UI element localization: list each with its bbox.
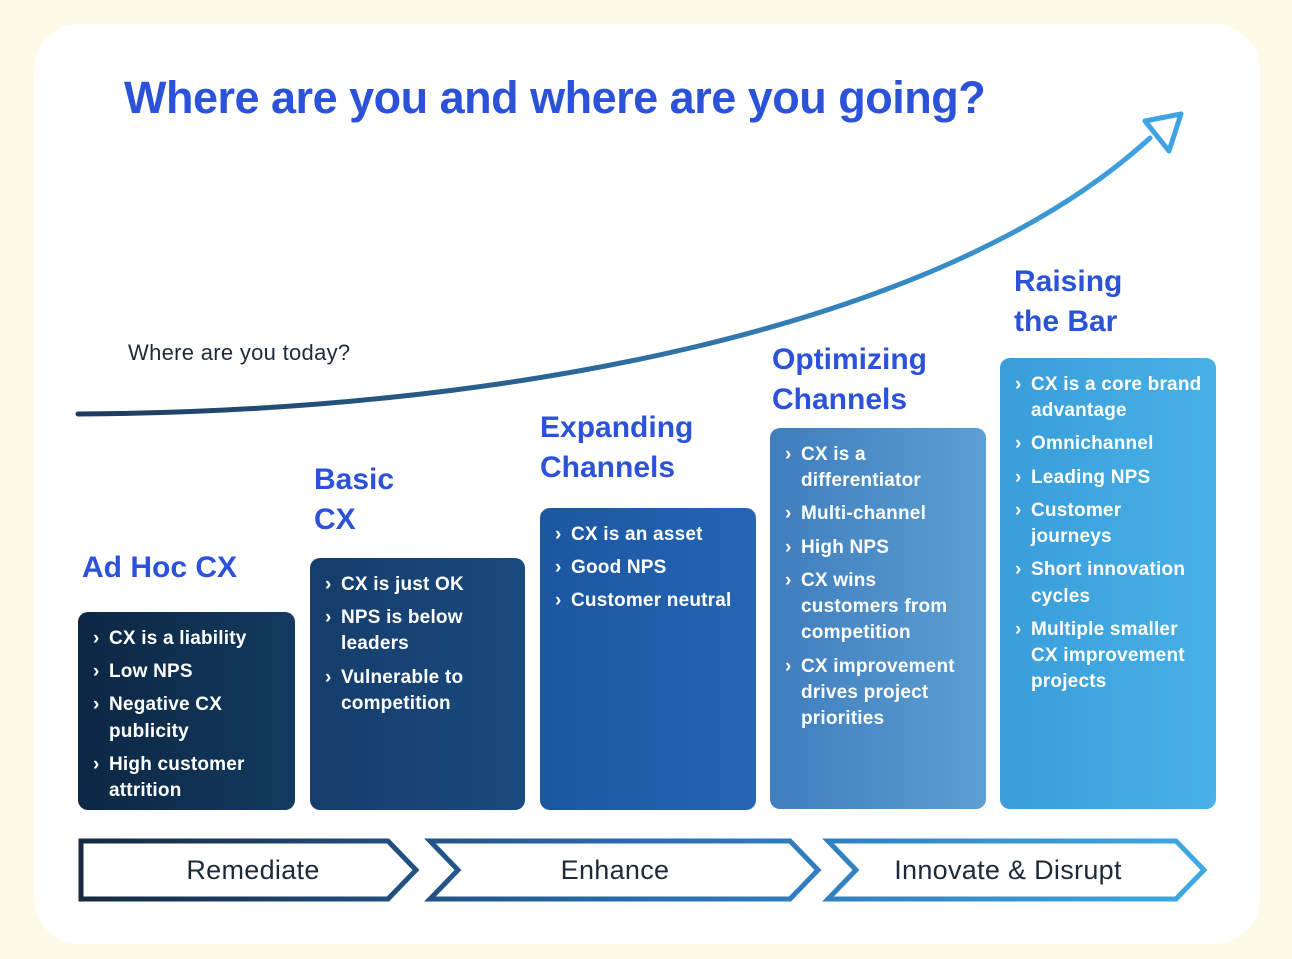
chevron-bullet-icon: ›: [785, 536, 792, 558]
stage-bullet: › Multiple smaller CX improvement project…: [1015, 617, 1204, 696]
bullet-text: Omnichannel: [1031, 433, 1154, 455]
phase-label-enhance: Enhance: [560, 855, 670, 885]
stage-bullet: › CX is just OK: [325, 572, 513, 598]
stage-bullet: › CX is a liability: [93, 626, 283, 652]
bullet-text: Low NPS: [109, 661, 193, 683]
bullet-text: Leading NPS: [1031, 466, 1151, 488]
bullet-text: High NPS: [801, 536, 890, 558]
chevron-bullet-icon: ›: [93, 661, 100, 683]
stage-box-raising-the-bar: › CX is a core brand advantage › Omnichanne…: [1000, 358, 1216, 809]
bullet-text: CX is a core brand advantage: [1031, 374, 1202, 422]
stage-bullet: › CX is a differentiator: [785, 442, 974, 494]
chevron-bullet-icon: ›: [1015, 559, 1022, 581]
stage-heading-adhoc-cx: Ad Hoc CX: [82, 548, 237, 588]
phase-label-innovate: Innovate & Disrupt: [894, 855, 1122, 885]
chevron-bullet-icon: ›: [785, 444, 792, 465]
chevron-bullet-icon: ›: [1015, 374, 1022, 395]
bullet-text: CX is a liability: [109, 628, 247, 649]
stage-heading-raising-the-bar: Raising the Bar: [1014, 262, 1122, 342]
stage-bullet: › Vulnerable to competition: [325, 665, 513, 717]
bullet-text: CX wins customers from competition: [801, 569, 948, 644]
stage-heading-line: Basic: [314, 463, 395, 496]
bullet-text: CX is a differentiator: [801, 444, 921, 492]
stage-bullet: › CX improvement drives project prioritie…: [785, 654, 974, 733]
chevron-bullet-icon: ›: [93, 694, 100, 716]
stage-box-optimizing: › CX is a differentiator › Multi-channel › Hi…: [770, 428, 986, 809]
chevron-bullet-icon: ›: [555, 557, 562, 579]
stage-bullet: › Leading NPS: [1015, 465, 1204, 491]
stage-box-adhoc-cx: › CX is a liability › Low NPS › Negative CX p…: [78, 612, 295, 810]
chevron-bullet-icon: ›: [1015, 618, 1022, 640]
stage-bullet: › Short innovation cycles: [1015, 557, 1204, 609]
bullet-text: CX is an asset: [571, 524, 703, 545]
stage-bullet: › CX is a core brand advantage: [1015, 372, 1204, 424]
chevron-bullet-icon: ›: [93, 753, 100, 775]
stage-bullet: › CX is an asset: [555, 522, 744, 548]
stage-bullet: › Omnichannel: [1015, 431, 1204, 457]
stage-bullet: › Multi-channel: [785, 501, 974, 527]
stage-bullet: › Good NPS: [555, 555, 744, 581]
stage-bullet: › NPS is below leaders: [325, 605, 513, 657]
phase-bar: Remediate Enhance Innovate & Disrupt: [78, 838, 1208, 902]
chevron-bullet-icon: ›: [555, 590, 562, 612]
bullet-text: High customer attrition: [109, 753, 245, 802]
bullet-text: Negative CX publicity: [109, 694, 223, 742]
bullet-text: Vulnerable to competition: [341, 666, 464, 714]
chevron-bullet-icon: ›: [1015, 466, 1022, 488]
stage-heading-line: Raising: [1014, 265, 1123, 298]
stage-bullet: › Customer neutral: [555, 588, 744, 614]
bullet-text: CX is just OK: [341, 574, 464, 595]
bullet-text: Multi-channel: [801, 503, 927, 525]
bullet-text: Multiple smaller CX improvement projects: [1031, 618, 1185, 693]
stage-bullet: › High NPS: [785, 535, 974, 561]
stage-bullet: › High customer attrition: [93, 752, 283, 804]
bullet-text: Customer journeys: [1031, 499, 1122, 548]
chevron-bullet-icon: ›: [785, 503, 792, 525]
stage-heading-line: Ad Hoc CX: [82, 551, 238, 584]
stage-bullet: › Negative CX publicity: [93, 692, 283, 744]
bullet-text: NPS is below leaders: [341, 607, 463, 655]
bullet-text: Good NPS: [571, 557, 667, 579]
stage-heading-line: the Bar: [1014, 305, 1118, 338]
stage-heading-line: Expanding: [540, 411, 694, 444]
phase-chevrons-graphic: [78, 838, 1208, 902]
today-question-label: Where are you today?: [128, 340, 351, 365]
chevron-bullet-icon: ›: [93, 628, 100, 649]
phase-chevron-innovate: [822, 838, 1208, 902]
stage-box-expanding: › CX is an asset › Good NPS › Customer neutra…: [540, 508, 756, 810]
stage-bullet: › CX wins customers from competition: [785, 568, 974, 647]
stage-heading-line: Channels: [772, 383, 908, 416]
stage-box-basic-cx: › CX is just OK › NPS is below leaders › Vuln…: [310, 558, 525, 810]
bullet-text: Short innovation cycles: [1031, 559, 1186, 607]
bullet-text: Customer neutral: [571, 590, 732, 612]
stage-bullet: › Customer journeys: [1015, 498, 1204, 550]
stage-heading-line: Optimizing: [772, 343, 927, 376]
chevron-bullet-icon: ›: [785, 569, 792, 591]
bullet-text: CX improvement drives project priorities: [801, 655, 955, 729]
chevron-bullet-icon: ›: [325, 574, 332, 595]
stage-bullet: › Low NPS: [93, 659, 283, 685]
chevron-bullet-icon: ›: [1015, 499, 1022, 521]
stage-heading-line: CX: [314, 503, 356, 536]
phase-chevron-remediate: [78, 838, 420, 902]
chevron-bullet-icon: ›: [325, 666, 332, 688]
chevron-bullet-icon: ›: [785, 655, 792, 677]
chevron-bullet-icon: ›: [555, 524, 562, 545]
stage-heading-line: Channels: [540, 451, 676, 484]
page-title: Where are you and where are you going?: [124, 72, 986, 123]
chevron-bullet-icon: ›: [1015, 433, 1022, 455]
chevron-bullet-icon: ›: [325, 607, 332, 629]
phase-chevron-enhance: [424, 838, 822, 902]
phase-label-remediate: Remediate: [186, 855, 320, 885]
